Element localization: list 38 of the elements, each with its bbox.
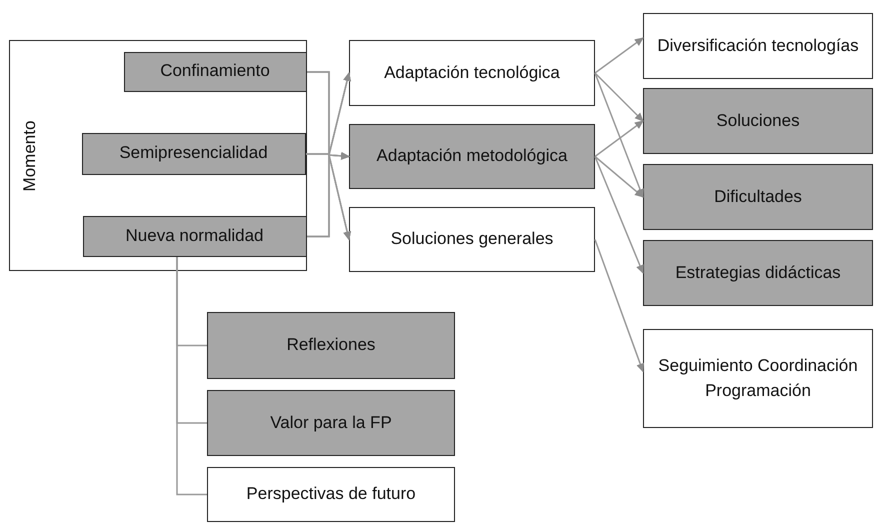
group-label: Momento — [20, 120, 40, 191]
box-label: Confinamiento — [159, 60, 271, 82]
box-label: Valor para la FP — [269, 412, 393, 434]
box-label: Adaptación metodológica — [376, 145, 568, 168]
process-box — [349, 124, 595, 189]
process-box — [643, 240, 873, 306]
process-box — [349, 40, 595, 106]
box-label: Estrategias didácticas — [674, 262, 842, 284]
arrow — [594, 156, 644, 274]
process-box — [207, 390, 455, 456]
process-box — [349, 207, 595, 272]
connector-line — [176, 257, 207, 496]
box-label: Nueva normalidad — [124, 224, 264, 247]
group-box — [9, 40, 307, 271]
process-box — [207, 467, 455, 522]
arrow — [594, 156, 644, 198]
process-box — [82, 216, 306, 256]
box-label: Seguimiento Coordinación Programación — [657, 354, 859, 402]
process-box — [643, 164, 873, 230]
arrow — [594, 239, 644, 372]
box-label: Semipresencialidad — [118, 142, 269, 164]
box-label: Reflexiones — [286, 334, 376, 356]
box-label: Diversificación tecnologías — [656, 34, 860, 57]
process-box — [82, 132, 306, 174]
box-label: Soluciones generales — [390, 228, 554, 250]
process-box — [643, 88, 873, 154]
arrow — [594, 72, 644, 198]
arrow — [594, 72, 644, 122]
process-box — [643, 13, 873, 79]
process-box — [643, 329, 873, 428]
box-label: Perspectivas de futuro — [245, 483, 417, 506]
process-box — [207, 312, 455, 379]
arrow — [594, 120, 644, 158]
arrow — [594, 37, 644, 74]
box-label: Soluciones — [715, 110, 801, 132]
box-label: Dificultades — [713, 186, 803, 208]
process-box — [124, 52, 306, 92]
box-label: Adaptación tecnológica — [383, 62, 561, 84]
